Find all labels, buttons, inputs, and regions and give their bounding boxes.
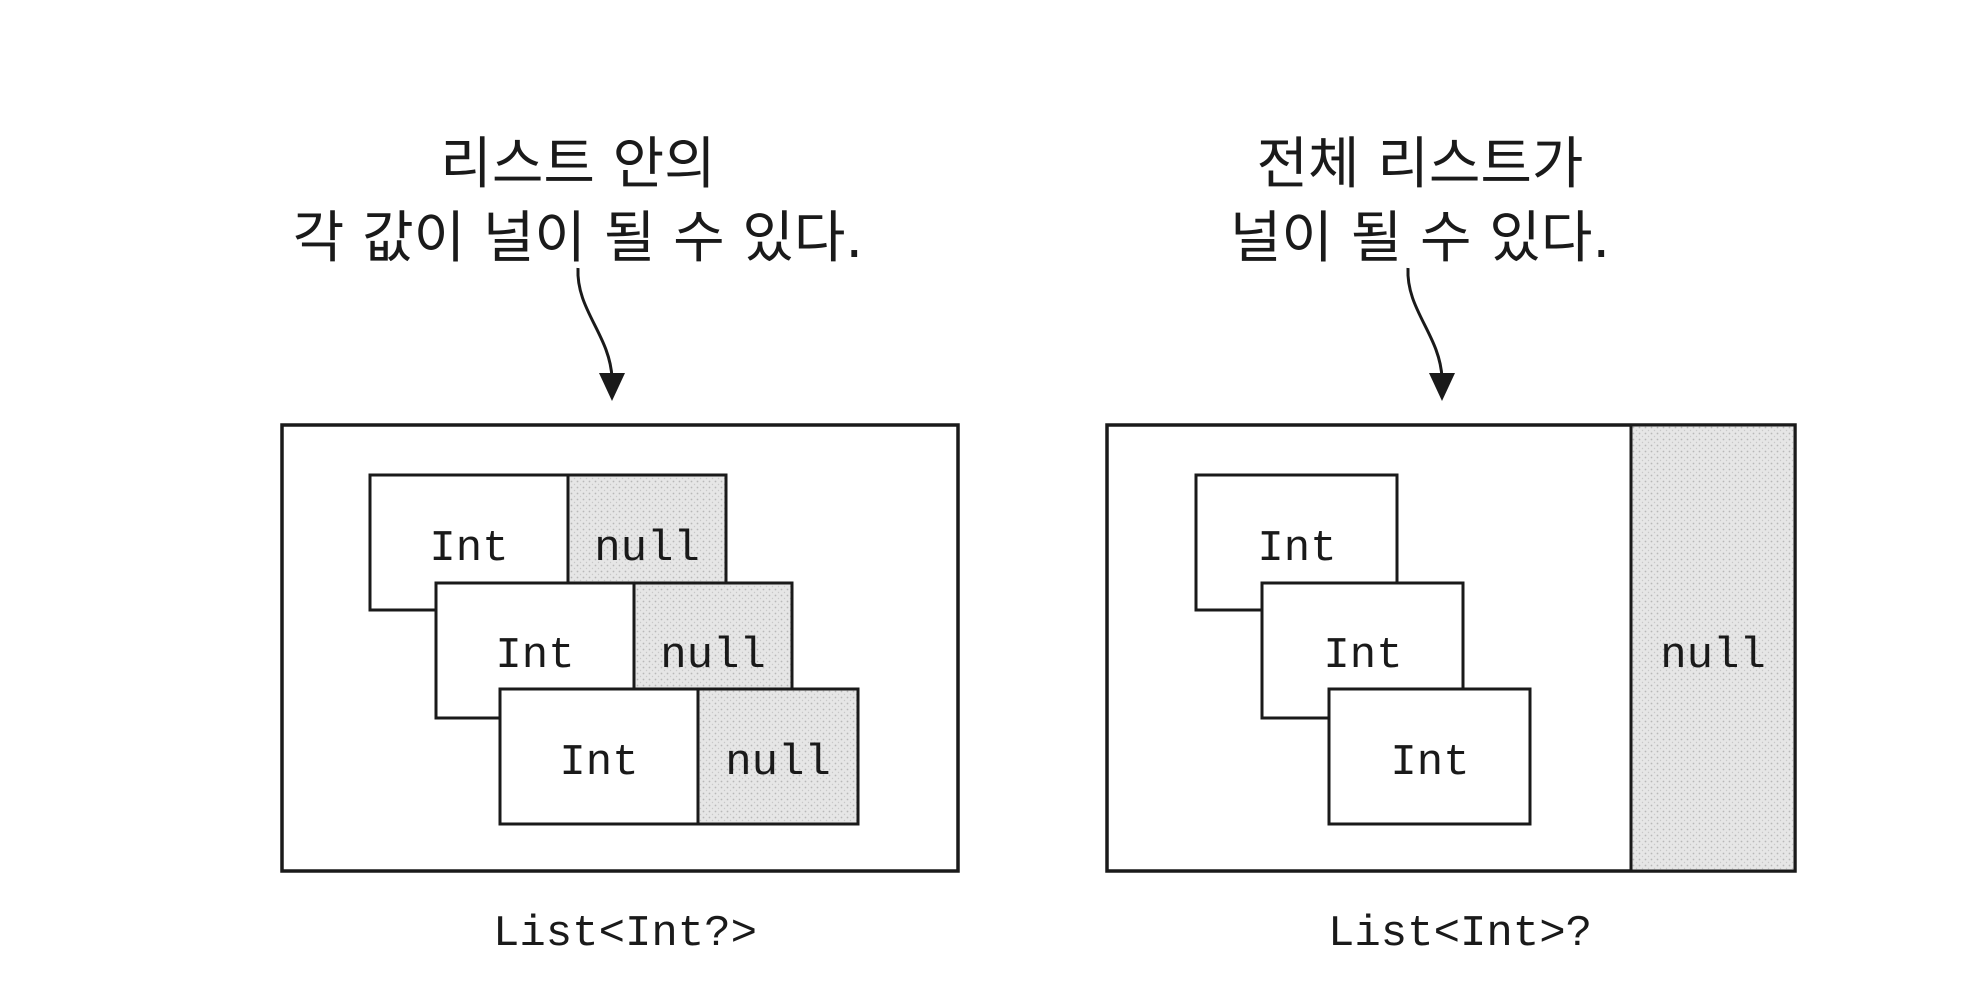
left-arrow-head	[599, 373, 625, 401]
left-arrow-line	[576, 267, 614, 379]
int-label: Int	[1257, 524, 1336, 574]
right-null-label: null	[1660, 631, 1766, 681]
left-annotation-line2: 각 값이 널이 될 수 있다.	[293, 206, 864, 271]
right-caption: List<Int>?	[1328, 909, 1592, 959]
right-null-region	[1629, 423, 1797, 873]
int-label: Int	[559, 738, 638, 788]
null-label: null	[594, 524, 700, 574]
left-caption: List<Int?>	[493, 909, 757, 959]
null-label: null	[660, 631, 766, 681]
right-row-3: Int	[1327, 687, 1532, 826]
left-panel: 리스트 안의 각 값이 널이 될 수 있다. Int null Int null…	[280, 132, 960, 959]
int-label: Int	[1323, 631, 1402, 681]
right-annotation-line2: 널이 될 수 있다.	[1230, 206, 1610, 271]
right-arrow-line	[1406, 267, 1444, 379]
right-panel: 전체 리스트가 널이 될 수 있다. null Int Int Int List…	[1105, 132, 1797, 959]
right-annotation-line1: 전체 리스트가	[1257, 132, 1584, 197]
int-cell	[498, 687, 700, 826]
left-list-box	[280, 423, 960, 873]
int-label: Int	[429, 524, 508, 574]
null-label: null	[725, 738, 831, 788]
left-row-3: Int null	[498, 687, 860, 826]
left-annotation-line1: 리스트 안의	[440, 132, 715, 197]
int-label: Int	[495, 631, 574, 681]
int-cell	[1327, 687, 1532, 826]
right-arrow-head	[1429, 373, 1455, 401]
int-label: Int	[1390, 738, 1469, 788]
null-cell	[696, 687, 860, 826]
